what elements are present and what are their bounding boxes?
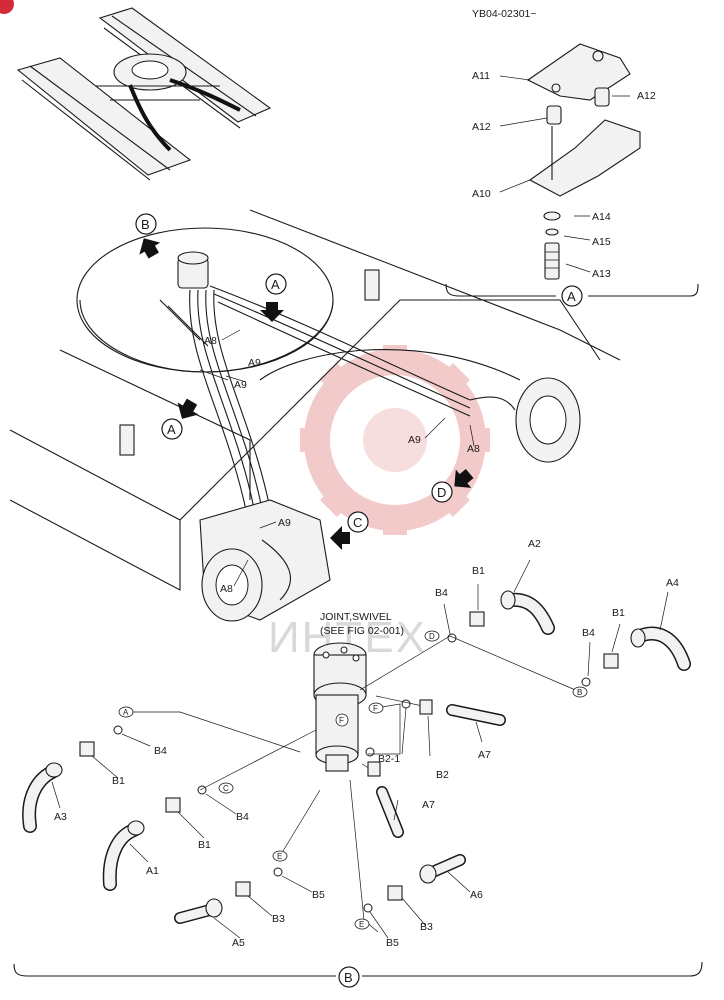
callout-a9: A9 — [278, 517, 291, 529]
part-label: A6 — [470, 889, 483, 901]
part-label: B1 — [112, 775, 125, 787]
swivel-title-1: JOINT,SWIVEL — [320, 611, 392, 623]
watermark-gear-logo — [300, 345, 490, 535]
port-tag-e: E — [277, 852, 282, 861]
part-label: A1 — [146, 865, 159, 877]
part-label: A5 — [232, 937, 245, 949]
part-label: A14 — [592, 211, 611, 223]
port-tag-c: C — [223, 784, 229, 793]
detail-b-caption: B — [344, 970, 353, 985]
callout-a8: A8 — [220, 583, 233, 595]
port-tag-e: E — [359, 920, 364, 929]
port-tag-f: F — [339, 716, 344, 725]
detail-b-caption-circle — [338, 966, 360, 988]
part-label: A12 — [637, 90, 656, 102]
part-label: B4 — [236, 811, 249, 823]
part-label: B3 — [420, 921, 433, 933]
callout-a9: A9 — [248, 357, 261, 369]
part-label: B1 — [472, 565, 485, 577]
view-arrows — [139, 238, 474, 550]
port-tag-a: A — [123, 708, 129, 717]
part-label: A15 — [592, 236, 611, 248]
part-label: B2-1 — [378, 753, 400, 765]
part-label: A7 — [422, 799, 435, 811]
part-label: A3 — [54, 811, 67, 823]
part-label: A13 — [592, 268, 611, 280]
detail-a-caption: A — [567, 289, 576, 304]
port-tag-b: B — [577, 688, 582, 697]
doc-code: YB04-02301~ — [472, 8, 537, 20]
part-label: B5 — [386, 937, 399, 949]
port-tag-d: D — [429, 632, 435, 641]
view-marker-c: C — [353, 515, 362, 530]
part-label: A11 — [472, 70, 490, 82]
undercarriage-thumbnail — [16, 7, 272, 181]
part-label: A10 — [472, 188, 491, 200]
view-marker-a: A — [271, 277, 280, 292]
swivel-joint — [313, 642, 367, 772]
part-label: A2 — [528, 538, 541, 550]
part-label: B1 — [612, 607, 625, 619]
page-badge — [0, 0, 14, 14]
callout-a9: A9 — [234, 379, 247, 391]
view-marker-d: D — [437, 485, 446, 500]
port-tags — [118, 630, 588, 930]
port-tag-f: F — [373, 704, 378, 713]
part-label: B4 — [582, 627, 595, 639]
callout-a8: A8 — [204, 335, 217, 347]
part-label: A7 — [478, 749, 491, 761]
detail-a-caption-circle — [561, 285, 583, 307]
view-marker-b: B — [141, 217, 150, 232]
callout-a8: A8 — [467, 443, 480, 455]
part-label: B4 — [435, 587, 448, 599]
part-label: B2 — [436, 769, 449, 781]
view-marker-a-lower: A — [167, 422, 176, 437]
part-label: B1 — [198, 839, 211, 851]
callout-a9: A9 — [408, 434, 421, 446]
part-label: A4 — [666, 577, 679, 589]
part-label: A12 — [472, 121, 491, 133]
part-label: B4 — [154, 745, 167, 757]
swivel-title-2: (SEE FIG 02-001) — [320, 625, 404, 637]
part-label: B3 — [272, 913, 285, 925]
detail-a — [445, 43, 699, 297]
fittings — [22, 559, 691, 939]
frame-assembly — [9, 209, 621, 622]
part-label: B5 — [312, 889, 325, 901]
